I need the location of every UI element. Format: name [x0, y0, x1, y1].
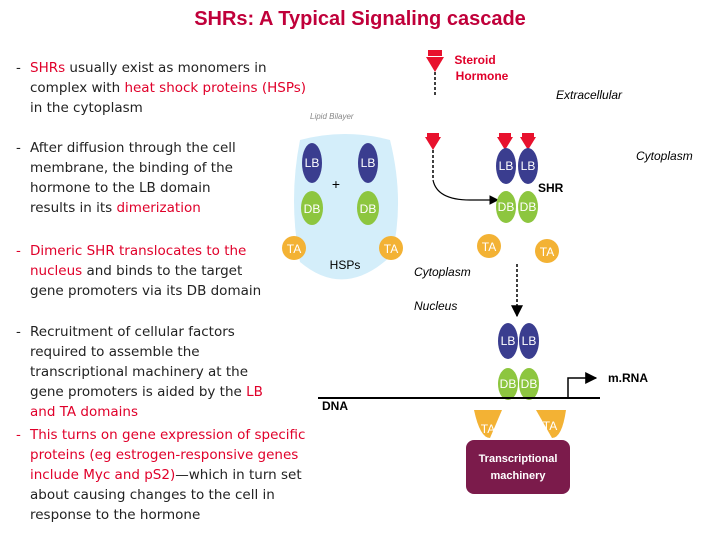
machinery-box — [466, 440, 570, 494]
bullet-shr-monomers: - SHRs usually exist as monomers in comp… — [16, 58, 320, 118]
db-domain-1 — [301, 191, 323, 225]
machinery-label-line1: Transcriptional — [479, 453, 558, 465]
cytoplasm-label-top: Cytoplasm — [636, 149, 693, 163]
bound-hormone-1 — [497, 137, 513, 150]
plus-sign: + — [332, 176, 340, 192]
bullet-text: usually exist as monomers in complex wit… — [30, 60, 267, 96]
nuc-lb-label-2: LB — [522, 334, 537, 348]
bullet-translocation: - Dimeric SHR translocates to the nucleu… — [16, 241, 270, 301]
dimer-lb-1 — [496, 148, 516, 184]
bullet-gene-expression: - This turns on gene expression of speci… — [16, 425, 315, 525]
bullet-text-highlight: SHRs — [30, 60, 66, 76]
mrna-arrow — [567, 372, 598, 398]
bullet-dimerization: - After diffusion through the cell membr… — [16, 138, 255, 218]
nuc-db-label-1: DB — [500, 377, 517, 391]
cytoplasm-label-mid: Cytoplasm — [414, 265, 471, 279]
bullet-text: and binds to the target gene promoters v… — [30, 263, 262, 299]
lipid-bilayer-label: Lipid Bilayer — [310, 112, 354, 121]
shr-label: SHR — [538, 181, 564, 195]
hormone-triangle — [426, 57, 444, 72]
dimer-ta-2 — [535, 239, 559, 263]
hsp-complex: LB DB TA + LB DB TA HSPs — [282, 134, 403, 280]
dimer-db-2 — [518, 191, 538, 223]
dimer-ta-label-1: TA — [482, 240, 496, 254]
bullet-text-highlight: LB and TA domains — [30, 384, 263, 420]
dna-label: DNA — [322, 399, 348, 413]
bullet-dash: - — [16, 243, 21, 259]
shr-dimer-cytoplasm: LB LB DB DB TA TA SHR — [477, 133, 564, 263]
dimer-db-label-1: DB — [498, 200, 515, 214]
bullet-dash: - — [16, 324, 21, 340]
machinery-ta-label-2: TA — [543, 419, 557, 433]
shr-dimer-nucleus: LB LB DB DB — [498, 323, 539, 400]
nuc-lb-1 — [498, 323, 518, 359]
bullet-dash: - — [16, 60, 21, 76]
steroid-label-line2: Hormone — [456, 69, 509, 83]
bullet-dash: - — [16, 140, 21, 156]
bullet-text-highlight: heat shock proteins (HSPs) — [124, 80, 307, 96]
bullet-text-highlight: dimerization — [116, 200, 201, 216]
bullet-text: —which in turn set about causing changes… — [30, 467, 302, 523]
mrna-label: m.RNA — [608, 371, 648, 385]
db-label-2: DB — [360, 202, 377, 216]
bullet-text: After diffusion through the cell membran… — [30, 140, 236, 216]
bullet-text: Recruitment of cellular factors required… — [30, 324, 249, 400]
hsps-label: HSPs — [330, 258, 361, 272]
dimer-lb-label-1: LB — [499, 159, 514, 173]
ta-label-1: TA — [287, 242, 301, 256]
lb-label-1: LB — [305, 156, 320, 170]
dimer-ta-label-2: TA — [540, 245, 554, 259]
steroid-hormone-source — [426, 50, 444, 95]
steroid-label-line1: Steroid — [454, 53, 495, 67]
dimer-lb-label-2: LB — [521, 159, 536, 173]
bullet-recruitment: - Recruitment of cellular factors requir… — [16, 322, 280, 422]
nuc-lb-2 — [519, 323, 539, 359]
dimer-db-label-2: DB — [520, 200, 537, 214]
dimer-lb-2 — [518, 148, 538, 184]
db-domain-2 — [357, 191, 379, 225]
lb-domain-1 — [302, 143, 322, 183]
hormone-bar — [428, 50, 442, 56]
db-label-1: DB — [304, 202, 321, 216]
machinery-label-line2: machinery — [490, 470, 546, 482]
bullet-text-highlight: nucleus — [30, 263, 83, 279]
binding-arrow — [432, 179, 499, 205]
dimer-ta-1 — [477, 234, 501, 258]
nuc-lb-label-1: LB — [501, 334, 516, 348]
nucleus-label: Nucleus — [414, 299, 457, 313]
nuc-db-label-2: DB — [521, 377, 538, 391]
extracellular-label: Extracellular — [556, 88, 623, 102]
dimer-db-1 — [496, 191, 516, 223]
bullet-dash: - — [16, 427, 21, 443]
bullet-text-highlight: This turns on gene expression of specifi… — [30, 427, 306, 483]
machinery-ta-1 — [474, 410, 502, 438]
lb-domain-2 — [358, 143, 378, 183]
nuc-db-2 — [519, 368, 539, 400]
bullet-text: in the cytoplasm — [30, 100, 143, 116]
machinery-ta-2 — [536, 410, 566, 438]
bullet-text-highlight: Dimeric SHR translocates to the — [30, 243, 247, 259]
transcriptional-machinery: TA TA Transcriptional machinery — [466, 410, 570, 494]
hormone-entry — [425, 133, 499, 205]
ta-domain-1 — [282, 236, 306, 260]
machinery-ta-label-1: TA — [481, 422, 495, 436]
ta-domain-2 — [379, 236, 403, 260]
lb-label-2: LB — [361, 156, 376, 170]
bound-hormone-2 — [520, 137, 536, 150]
ta-label-2: TA — [384, 242, 398, 256]
nuc-db-1 — [498, 368, 518, 400]
slide-title: SHRs: A Typical Signaling cascade — [194, 8, 526, 30]
